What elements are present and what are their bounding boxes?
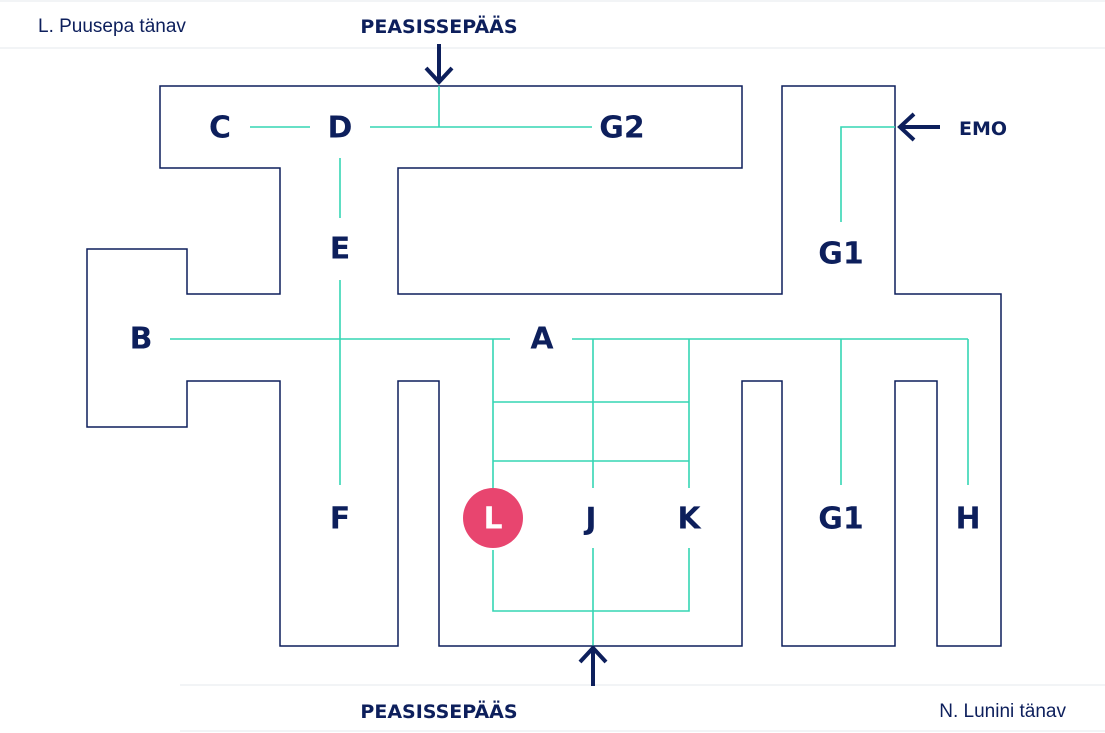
route-network xyxy=(170,86,969,646)
emo-entrance-label: EMO xyxy=(959,118,1007,140)
arrow-left-icon xyxy=(897,112,940,142)
route-emo-g1 xyxy=(840,126,895,222)
highlight-marker xyxy=(463,488,523,548)
wing-label-g1-top: G1 xyxy=(818,237,864,272)
street-label-bottom-right: N. Lunini tänav xyxy=(939,701,1066,722)
wing-label-h: H xyxy=(955,502,980,537)
wing-label-d: D xyxy=(328,111,353,146)
wing-label-b: B xyxy=(130,322,153,357)
wing-label-f: F xyxy=(330,502,351,537)
arrow-down-icon xyxy=(424,44,454,85)
wing-label-c: C xyxy=(209,111,231,146)
street-label-top-left: L. Puusepa tänav xyxy=(38,16,186,37)
arrow-up-icon xyxy=(578,645,608,686)
wing-label-e: E xyxy=(330,232,351,267)
wing-label-k: K xyxy=(677,502,702,537)
main-entrance-top-label: PEASISSEPÄÄS xyxy=(360,14,517,38)
wing-label-l: L xyxy=(483,502,502,537)
wing-label-g1-bottom: G1 xyxy=(818,502,864,537)
building-walls xyxy=(86,85,1002,647)
wing-label-g2: G2 xyxy=(599,111,645,146)
wing-label-j: J xyxy=(583,502,596,537)
wing-labels: C D G2 E G1 B A F L J K G1 H xyxy=(130,111,981,537)
main-entrance-bottom-label: PEASISSEPÄÄS xyxy=(360,699,517,723)
wing-label-a: A xyxy=(530,322,554,357)
route-bottom-loop xyxy=(492,548,690,612)
main-building-outline xyxy=(86,85,1002,647)
entrance-arrows xyxy=(424,44,940,686)
